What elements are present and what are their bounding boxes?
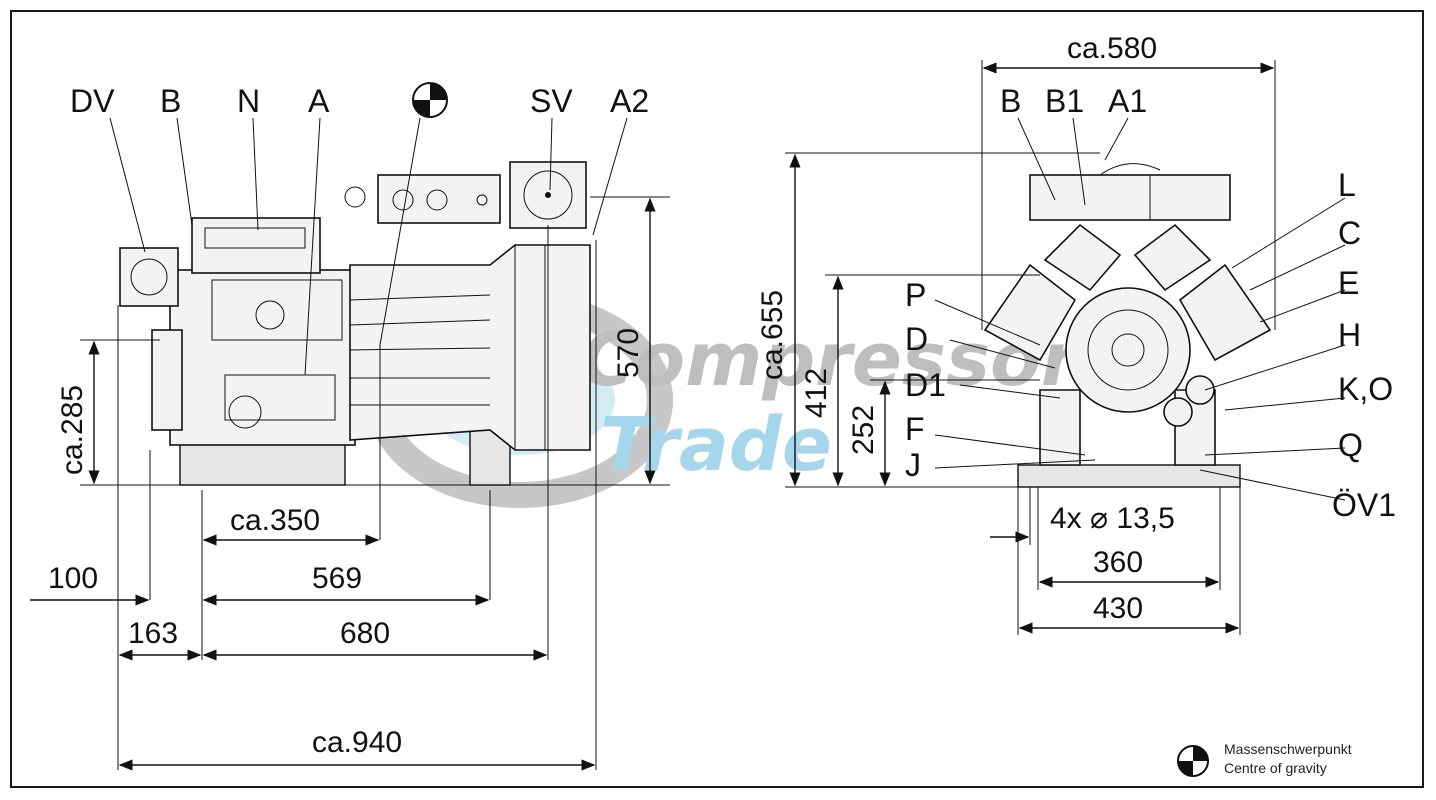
dim-ca350: ca.350 — [230, 504, 320, 537]
label-end-b1: B1 — [1045, 83, 1084, 119]
centre-of-gravity-icon — [1177, 745, 1209, 777]
label-e: E — [1338, 265, 1359, 301]
legend-line1: Massenschwerpunkt — [1224, 741, 1352, 757]
centre-of-gravity-icon — [412, 82, 448, 118]
legend-line2: Centre of gravity — [1224, 760, 1327, 776]
watermark-line2: Trade — [600, 402, 832, 488]
label-end-b: B — [1000, 83, 1021, 119]
dim-430: 430 — [1093, 592, 1143, 625]
label-l: L — [1338, 167, 1356, 203]
legend: Massenschwerpunkt Centre of gravity — [1176, 740, 1416, 784]
label-p: P — [905, 277, 926, 313]
dim-412: 412 — [800, 368, 833, 418]
side-view-compressor: DV B N A SV A2 ca.285 570 ca.350 100 569… — [30, 82, 670, 771]
end-view-compressor: B B1 A1 L C E H K,O Q ÖV1 P D D1 F J — [756, 32, 1396, 635]
label-j: J — [905, 447, 921, 483]
label-b: B — [160, 83, 181, 119]
label-a2: A2 — [610, 83, 649, 119]
label-ov1: ÖV1 — [1332, 487, 1396, 523]
label-ko: K,O — [1338, 371, 1393, 407]
dim-100: 100 — [48, 562, 98, 595]
label-c: C — [1338, 215, 1361, 251]
dim-680: 680 — [340, 617, 390, 650]
label-f: F — [905, 411, 925, 447]
dim-570: 570 — [612, 328, 645, 378]
dim-ca580: ca.580 — [1067, 32, 1157, 65]
dim-569: 569 — [312, 562, 362, 595]
drawing-frame — [10, 10, 1424, 788]
dim-ca285: ca.285 — [56, 385, 89, 475]
dim-holes: 4x ⌀ 13,5 — [1050, 502, 1175, 535]
label-q: Q — [1338, 427, 1363, 463]
label-dv: DV — [70, 83, 115, 119]
label-h: H — [1338, 317, 1361, 353]
label-n: N — [237, 83, 260, 119]
dim-360: 360 — [1093, 546, 1143, 579]
dim-252: 252 — [847, 405, 880, 455]
dim-ca655: ca.655 — [756, 290, 789, 380]
dim-ca940: ca.940 — [312, 726, 402, 759]
dim-163: 163 — [128, 617, 178, 650]
label-d: D — [905, 321, 928, 357]
label-d1: D1 — [905, 367, 946, 403]
label-a: A — [308, 83, 330, 119]
label-end-a1: A1 — [1108, 83, 1147, 119]
label-sv: SV — [530, 83, 573, 119]
